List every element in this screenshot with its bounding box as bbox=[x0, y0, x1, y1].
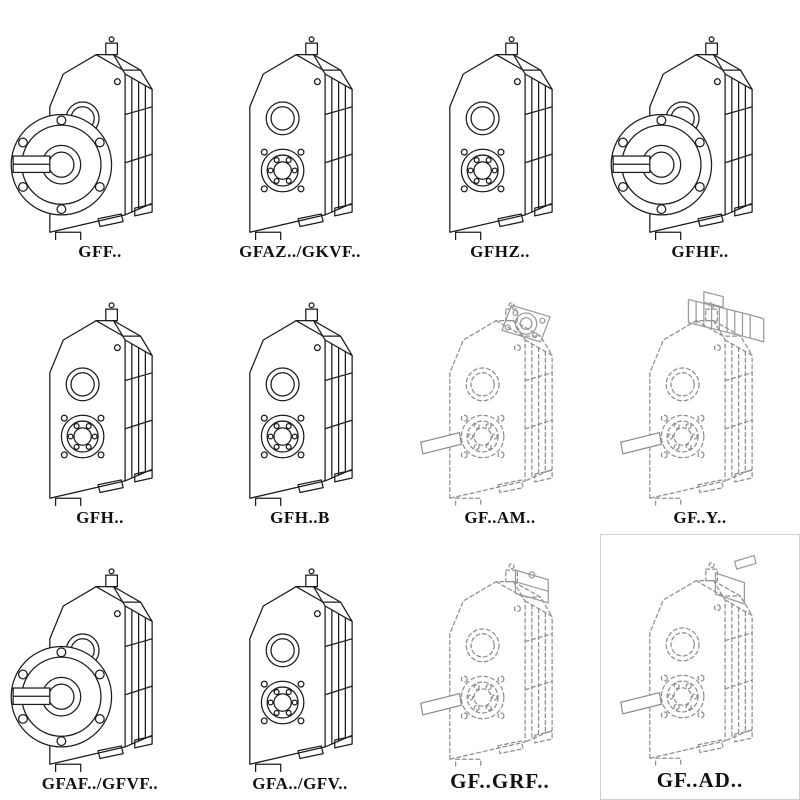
model-label-gfaf-gfvf: GFAF../GFVF.. bbox=[41, 774, 159, 793]
model-label-gfaz-gkvf: GFAZ../GKVF.. bbox=[239, 242, 361, 261]
catalog-cell-gf-am: GF..AM.. bbox=[400, 268, 600, 534]
catalog-cell-gf-grf: GF..GRF.. bbox=[400, 534, 600, 800]
drawing-gf-y bbox=[602, 284, 798, 506]
model-label-gfhz: GFHZ.. bbox=[470, 242, 530, 261]
model-label-gfh-b: GFH..B bbox=[270, 508, 330, 527]
drawing-gfh-b bbox=[202, 284, 398, 506]
catalog-cell-gfhf: GFHF.. bbox=[600, 2, 800, 268]
drawing-gfaz-gkvf bbox=[202, 18, 398, 240]
model-label-gf-y: GF..Y.. bbox=[673, 508, 727, 527]
catalog-cell-gff: GFF.. bbox=[0, 2, 200, 268]
drawing-gf-am bbox=[402, 284, 598, 506]
catalog-cell-gfaz-gkvf: GFAZ../GKVF.. bbox=[200, 2, 400, 268]
catalog-cell-gfaf-gfvf: GFAF../GFVF.. bbox=[0, 534, 200, 800]
model-label-gfh: GFH.. bbox=[76, 508, 124, 527]
catalog-cell-gfh: GFH.. bbox=[0, 268, 200, 534]
drawing-gfh bbox=[2, 284, 198, 506]
catalog-cell-gfh-b: GFH..B bbox=[200, 268, 400, 534]
catalog-cell-gf-y: GF..Y.. bbox=[600, 268, 800, 534]
drawing-gf-grf bbox=[402, 545, 598, 767]
model-label-gf-grf: GF..GRF.. bbox=[450, 769, 550, 793]
catalog-cell-gfa-gfv: GFA../GFV.. bbox=[200, 534, 400, 800]
drawing-gfaf-gfvf bbox=[2, 550, 198, 772]
model-label-gfhf: GFHF.. bbox=[671, 242, 729, 261]
catalog-cell-gfhz: GFHZ.. bbox=[400, 2, 600, 268]
drawing-gff bbox=[2, 18, 198, 240]
drawing-gfhz bbox=[402, 18, 598, 240]
model-label-gf-am: GF..AM.. bbox=[464, 508, 536, 527]
drawing-gfa-gfv bbox=[202, 550, 398, 772]
model-label-gfa-gfv: GFA../GFV.. bbox=[252, 774, 348, 793]
model-label-gff: GFF.. bbox=[78, 242, 122, 261]
drawing-gf-ad bbox=[602, 544, 798, 766]
model-label-gf-ad: GF..AD.. bbox=[656, 768, 744, 792]
drawing-gfhf bbox=[602, 18, 798, 240]
catalog-cell-gf-ad: GF..AD.. bbox=[600, 534, 800, 800]
